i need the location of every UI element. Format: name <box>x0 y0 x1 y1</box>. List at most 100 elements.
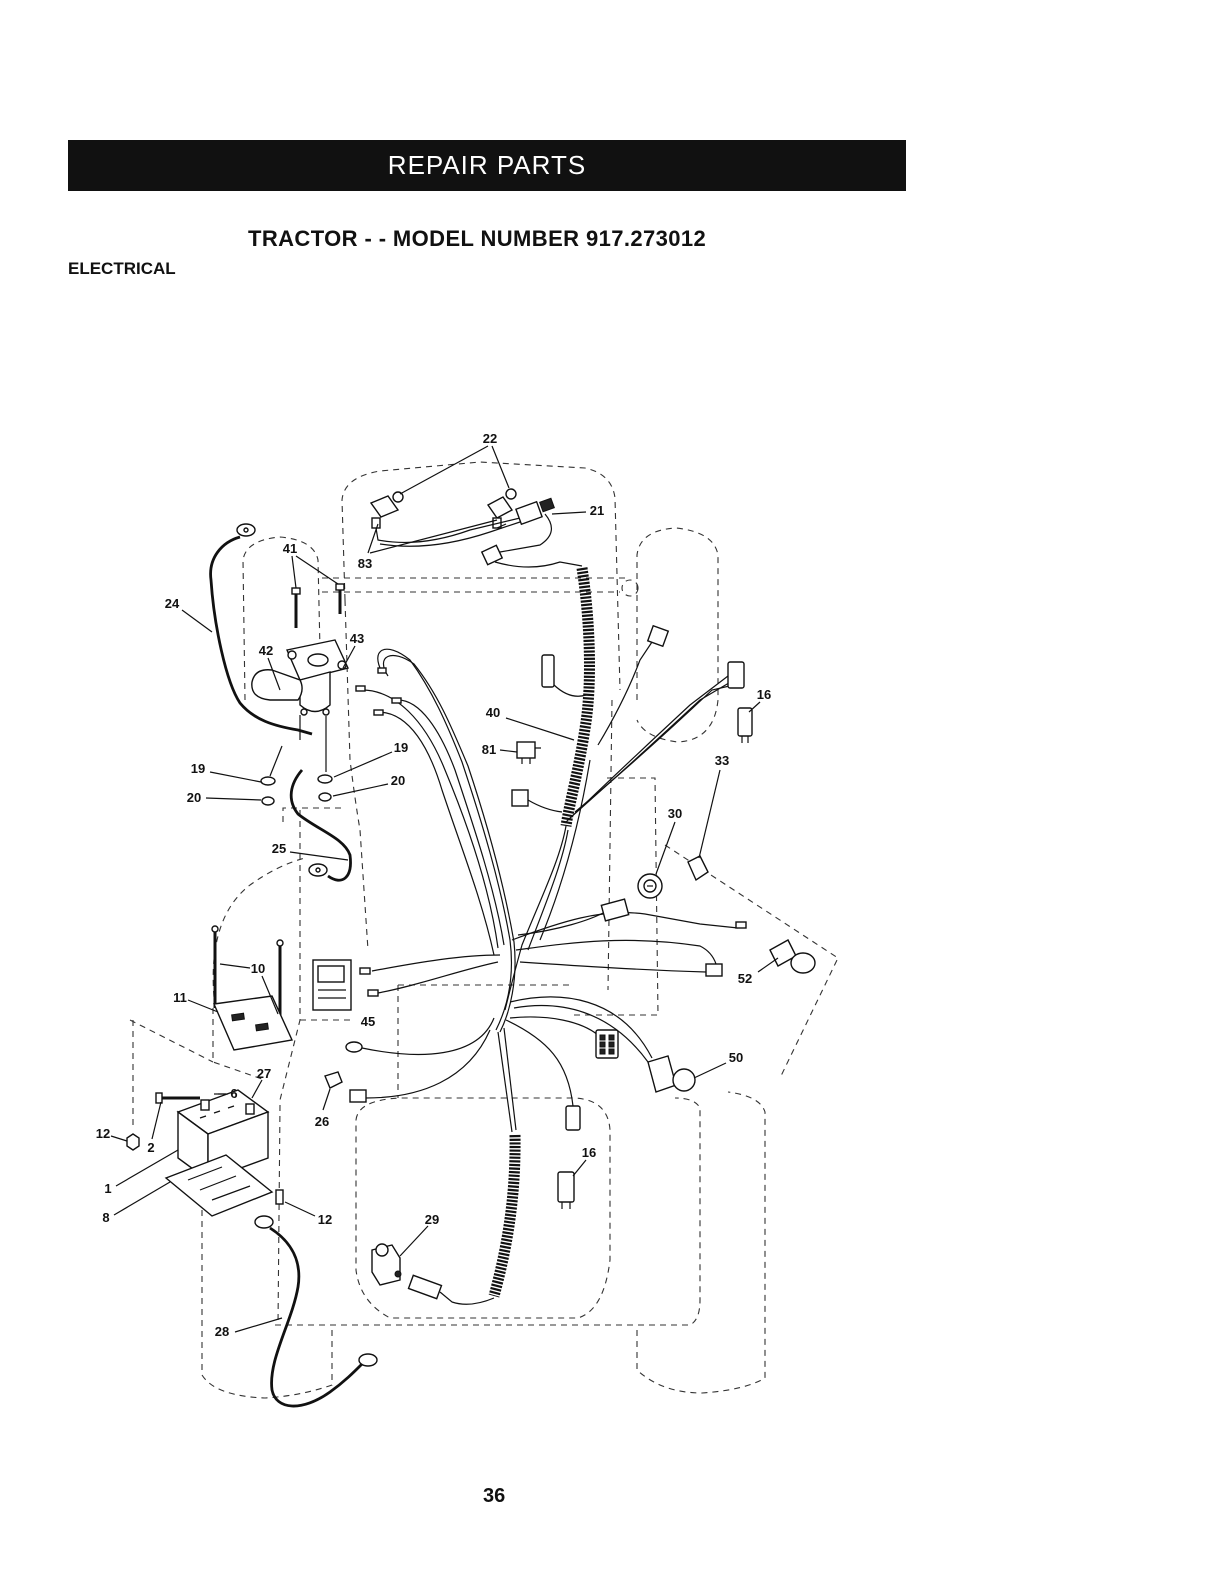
hood-pivot <box>622 580 638 596</box>
body-bracket <box>283 808 345 822</box>
wire-terminal <box>356 686 365 691</box>
switch-terminal <box>395 1271 401 1277</box>
callout-42: 42 <box>259 643 273 658</box>
battery-assembly-line <box>130 1020 213 1062</box>
callout-2: 2 <box>147 1140 154 1155</box>
leader-25 <box>290 852 348 860</box>
fuse-block <box>313 960 351 1010</box>
harness-wire <box>398 700 504 945</box>
callout-20: 20 <box>187 790 201 805</box>
rear-body-outline <box>275 1098 700 1325</box>
headlight-harness <box>376 498 582 567</box>
connector-pin <box>600 1042 605 1047</box>
leader-24 <box>182 610 212 632</box>
solenoid-ear <box>288 651 296 659</box>
bolt <box>336 584 344 614</box>
terminal-boot <box>252 670 302 700</box>
bolt <box>292 588 300 628</box>
connector-52 <box>770 940 815 973</box>
left-rear-wheel-inner <box>278 1105 280 1325</box>
switch-lower <box>558 1172 574 1209</box>
callout-19: 19 <box>394 740 408 755</box>
callout-40: 40 <box>486 705 500 720</box>
bolt <box>276 1190 283 1204</box>
harness-wire <box>362 690 498 948</box>
switch-body <box>648 1056 676 1092</box>
callout-22: 22 <box>483 431 497 446</box>
coiled-wire-upper <box>566 568 589 826</box>
leader-12 <box>285 1202 315 1216</box>
coil-lead <box>440 1292 494 1304</box>
callout-33: 33 <box>715 753 729 768</box>
cable-body <box>270 1228 362 1406</box>
callout-30: 30 <box>668 806 682 821</box>
solenoid-terminal <box>301 709 307 715</box>
right-rear-wheel <box>637 1092 765 1393</box>
rod-hook <box>212 926 218 932</box>
headlight-socket <box>372 518 380 528</box>
battery-terminal <box>201 1100 209 1110</box>
connector-body <box>596 1030 618 1058</box>
leader-8 <box>114 1182 170 1215</box>
harness-wire <box>495 562 582 567</box>
callout-19: 19 <box>191 761 205 776</box>
leader-16 <box>573 1160 586 1176</box>
callout-8: 8 <box>102 1210 109 1225</box>
callout-1: 1 <box>104 1181 111 1196</box>
leader-43 <box>343 646 355 668</box>
connector-body <box>512 790 528 806</box>
leader-20 <box>333 784 388 796</box>
connector-wire <box>554 685 586 696</box>
leader-52 <box>758 958 778 972</box>
fuse-block-window <box>318 966 344 982</box>
leader-26 <box>323 1089 330 1110</box>
callout-16: 16 <box>582 1145 596 1160</box>
connector-pin <box>609 1035 614 1040</box>
washer <box>261 777 275 785</box>
connector-wire <box>528 800 562 812</box>
callout-45: 45 <box>361 1014 375 1029</box>
callout-29: 29 <box>425 1212 439 1227</box>
callout-16: 16 <box>757 687 771 702</box>
wire-terminal <box>368 990 378 996</box>
callout-12: 12 <box>96 1126 110 1141</box>
switch-prongs <box>742 736 748 743</box>
connector-plug <box>706 964 722 976</box>
connector-pin <box>609 1042 614 1047</box>
connector-pin <box>609 1049 614 1054</box>
nut <box>262 797 274 805</box>
callout-27: 27 <box>257 1066 271 1081</box>
page-number: 36 <box>483 1485 505 1508</box>
leader-83 <box>368 520 497 553</box>
leader-20 <box>206 798 261 800</box>
harness-wire <box>362 1018 494 1054</box>
pto-switch <box>648 1056 695 1092</box>
connector-body <box>542 655 554 687</box>
connector-block <box>512 790 562 812</box>
callout-12: 12 <box>318 1212 332 1227</box>
harness-wire <box>366 1030 490 1098</box>
seat-switch <box>372 1244 401 1285</box>
leader-22 <box>400 446 509 494</box>
relay-body <box>517 742 535 758</box>
switch-body <box>738 708 752 736</box>
coiled-wire-lower <box>494 1135 515 1296</box>
wire-terminal <box>374 710 383 715</box>
callout-6: 6 <box>230 1086 237 1101</box>
callout-10: 10 <box>251 961 265 976</box>
nut <box>127 1134 139 1150</box>
callout-52: 52 <box>738 971 752 986</box>
harness-wire <box>575 684 738 812</box>
callout-25: 25 <box>272 841 286 856</box>
connector-plug <box>409 1275 442 1298</box>
body-right-edge <box>608 700 612 990</box>
starter-solenoid <box>287 640 348 715</box>
connector-plug <box>566 1106 580 1130</box>
switch-33 <box>688 856 708 880</box>
hold-down-slot <box>232 1013 245 1021</box>
leader-41 <box>292 556 338 588</box>
harness-wire <box>516 940 716 964</box>
harness-wire <box>540 760 590 940</box>
solenoid-plate-hole <box>308 654 328 666</box>
leader-12 <box>111 1136 127 1141</box>
